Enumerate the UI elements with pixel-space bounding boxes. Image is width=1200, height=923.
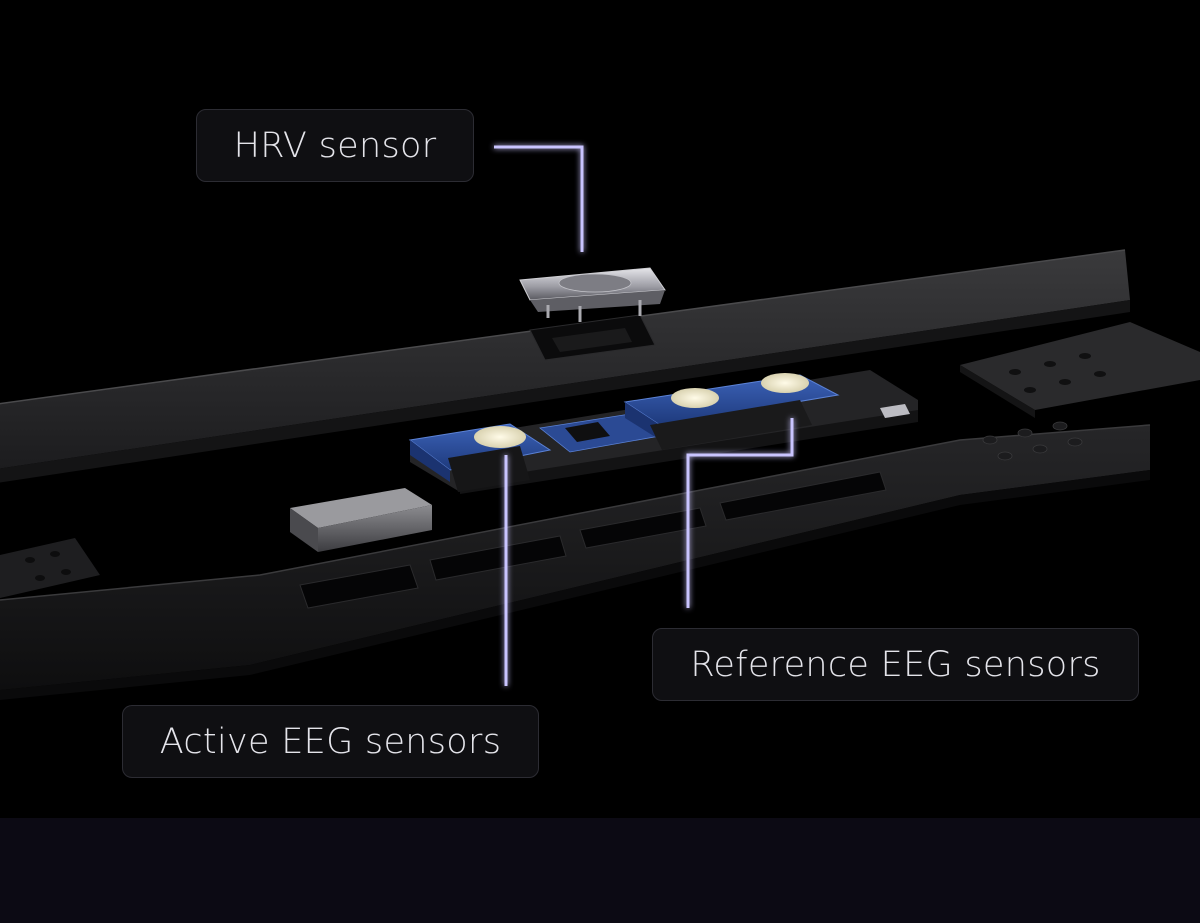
reference-eeg-pad-1 — [671, 388, 719, 408]
battery — [290, 488, 432, 552]
right-plate — [960, 322, 1200, 418]
hrv-sensor-label: HRV sensor — [196, 109, 474, 182]
active-eeg-pad — [474, 426, 526, 448]
leader-lines — [494, 145, 794, 686]
left-plate — [0, 538, 100, 598]
exploded-device-diagram: HRV sensor Reference EEG sensors Active … — [0, 109, 1200, 778]
fabric-band-top — [0, 249, 1130, 483]
hrv-leader-line — [494, 145, 584, 252]
hrv-sensor — [519, 267, 666, 322]
pcb-assembly — [408, 370, 918, 494]
device-illustration — [0, 145, 1200, 700]
reference-eeg-pad-2 — [761, 373, 809, 393]
lower-housing — [0, 421, 1151, 700]
reference-eeg-leader-line — [686, 418, 794, 608]
active-eeg-sensors-label: Active EEG sensors — [122, 705, 539, 778]
reference-eeg-sensors-label: Reference EEG sensors — [652, 628, 1139, 701]
bottom-band — [0, 818, 1200, 923]
